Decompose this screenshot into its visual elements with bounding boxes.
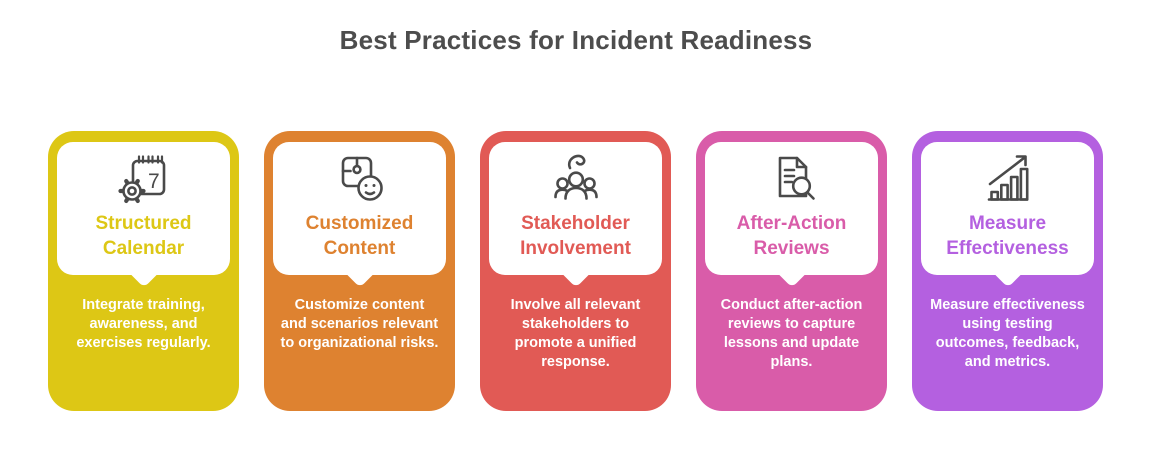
card-header: Stakeholder Involvement: [489, 142, 662, 288]
svg-text:7: 7: [148, 170, 160, 193]
card-title: Structured Calendar: [95, 213, 192, 259]
card-header: After-Action Reviews: [705, 142, 878, 288]
card-structured-calendar: 7 Structured Calendar Integrate training…: [48, 131, 239, 411]
card-header: 7 Structured Calendar: [57, 142, 230, 288]
card-header: Customized Content: [273, 142, 446, 288]
card-title: Customized Content: [305, 213, 414, 259]
cards-row: 7 Structured Calendar Integrate training…: [48, 131, 1103, 411]
puzzle-smiley-icon: [328, 146, 392, 212]
card-stakeholder-involvement: Stakeholder Involvement Involve all rele…: [480, 131, 671, 411]
page-title: Best Practices for Incident Readiness: [339, 25, 813, 55]
people-swirl-icon: [544, 146, 608, 212]
card-description: Integrate training, awareness, and exerc…: [76, 297, 211, 352]
card-title: After-Action Reviews: [736, 213, 847, 259]
document-magnifier-icon: [760, 146, 824, 212]
card-description: Measure effectiveness using testing outc…: [930, 297, 1085, 371]
calendar-gear-icon: 7: [112, 146, 176, 212]
card-description: Conduct after-action reviews to capture …: [720, 297, 863, 371]
card-header: Measure Effectiveness: [921, 142, 1094, 288]
card-after-action-reviews: After-Action Reviews Conduct after-actio…: [696, 131, 887, 411]
card-title: Stakeholder Involvement: [520, 213, 631, 259]
card-measure-effectiveness: Measure Effectiveness Measure effectiven…: [912, 131, 1103, 411]
card-description: Customize content and scenarios relevant…: [280, 297, 439, 352]
card-title: Measure Effectiveness: [946, 213, 1069, 259]
chart-growth-icon: [976, 146, 1040, 212]
card-customized-content: Customized Content Customize content and…: [264, 131, 455, 411]
infographic: Best Practices for Incident Readiness 7 …: [0, 25, 1152, 411]
card-description: Involve all relevant stakeholders to pro…: [510, 297, 641, 371]
